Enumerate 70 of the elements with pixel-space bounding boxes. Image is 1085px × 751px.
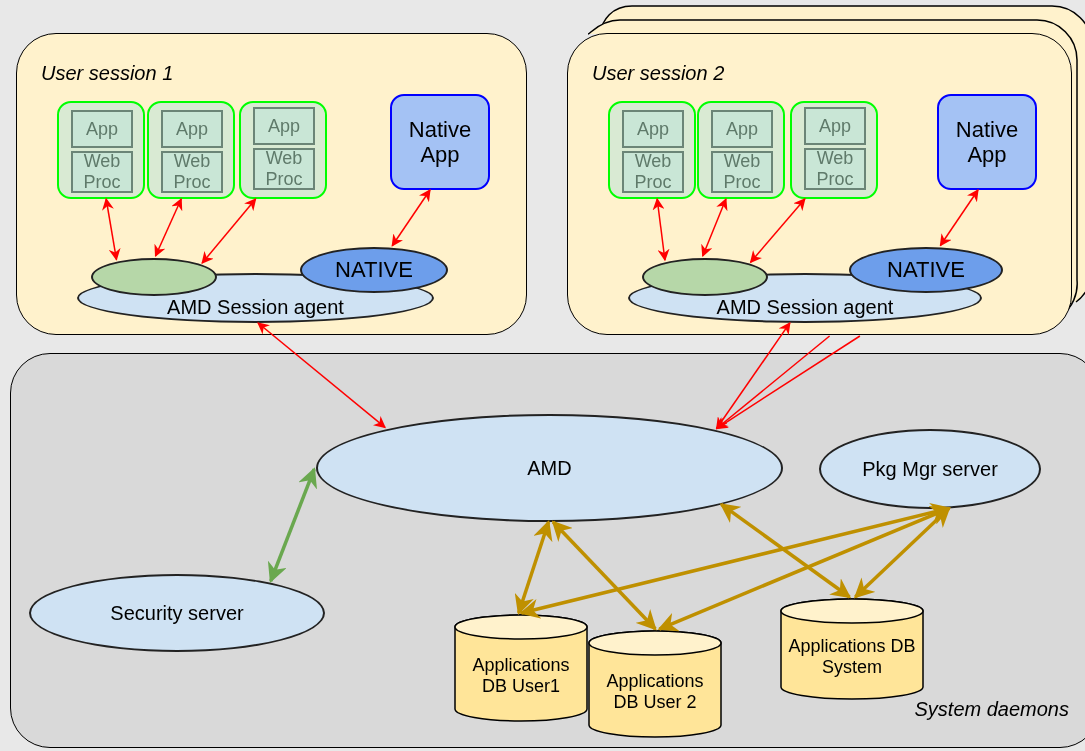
double-arrow	[154, 197, 183, 258]
session-panel	[16, 33, 527, 335]
box-label: Web Proc	[264, 148, 304, 190]
session-panel	[567, 33, 1072, 335]
web-app-group	[790, 101, 878, 199]
ellipse-label: AMD Session agent	[716, 295, 894, 319]
process-box	[711, 151, 773, 193]
process-box	[253, 107, 315, 145]
panel-title: System daemons	[914, 698, 1069, 721]
ellipse-label: NATIVE	[335, 257, 413, 283]
double-arrow	[939, 189, 979, 247]
box-label: Web Proc	[815, 148, 855, 190]
process-box	[71, 151, 133, 193]
double-arrow	[749, 198, 806, 264]
process-box	[71, 110, 133, 148]
daemons-panel	[10, 353, 1085, 748]
box-label: App	[176, 118, 208, 140]
box-label: Web Proc	[172, 151, 212, 193]
box-label: App	[637, 118, 669, 140]
ellipse-label: Security server	[110, 601, 244, 625]
box-label: App	[268, 115, 300, 137]
double-arrow	[715, 321, 791, 430]
process-box	[390, 94, 490, 190]
cylinder-label: Applications DB User 2	[605, 671, 705, 713]
arrow	[715, 335, 831, 430]
box-label: App	[726, 118, 758, 140]
ellipse-node	[642, 258, 768, 296]
ellipse-label: AMD Session agent	[167, 295, 344, 319]
ellipse-label: AMD	[527, 456, 572, 480]
double-arrow	[657, 506, 951, 632]
process-box	[804, 148, 866, 190]
web-app-group	[239, 101, 327, 199]
web-app-group	[608, 101, 696, 199]
ellipse-label: Pkg Mgr server	[862, 457, 998, 481]
process-box	[804, 107, 866, 145]
double-arrow	[652, 197, 670, 262]
double-arrow	[257, 322, 386, 429]
box-label: Web Proc	[82, 151, 122, 193]
process-box	[161, 110, 223, 148]
double-arrow	[201, 198, 257, 265]
box-label: App	[819, 115, 851, 137]
ellipse-label: NATIVE	[887, 257, 965, 283]
ellipse-node	[91, 258, 217, 296]
arrow	[715, 335, 861, 430]
box-label: Web Proc	[722, 151, 762, 193]
panel-title: User session 2	[592, 62, 725, 85]
web-app-group	[57, 101, 145, 199]
double-arrow	[719, 502, 852, 599]
process-box	[161, 151, 223, 193]
double-arrow	[701, 197, 728, 258]
box-label: Native App	[407, 116, 473, 168]
process-box	[253, 148, 315, 190]
double-arrow	[551, 520, 657, 631]
box-label: Native App	[954, 116, 1020, 168]
double-arrow	[267, 467, 317, 583]
cylinder-label: Applications DB System	[787, 636, 917, 678]
process-box	[622, 110, 684, 148]
double-arrow	[514, 520, 553, 615]
double-arrow	[853, 506, 951, 599]
process-box	[622, 151, 684, 193]
box-label: App	[86, 118, 118, 140]
double-arrow	[391, 189, 431, 247]
process-box	[937, 94, 1037, 190]
double-arrow	[102, 197, 121, 261]
box-label: Web Proc	[633, 151, 673, 193]
panel-title: User session 1	[41, 62, 174, 85]
web-app-group	[147, 101, 235, 199]
web-app-group	[697, 101, 785, 199]
process-box	[711, 110, 773, 148]
cylinder-label: Applications DB User1	[471, 655, 571, 697]
